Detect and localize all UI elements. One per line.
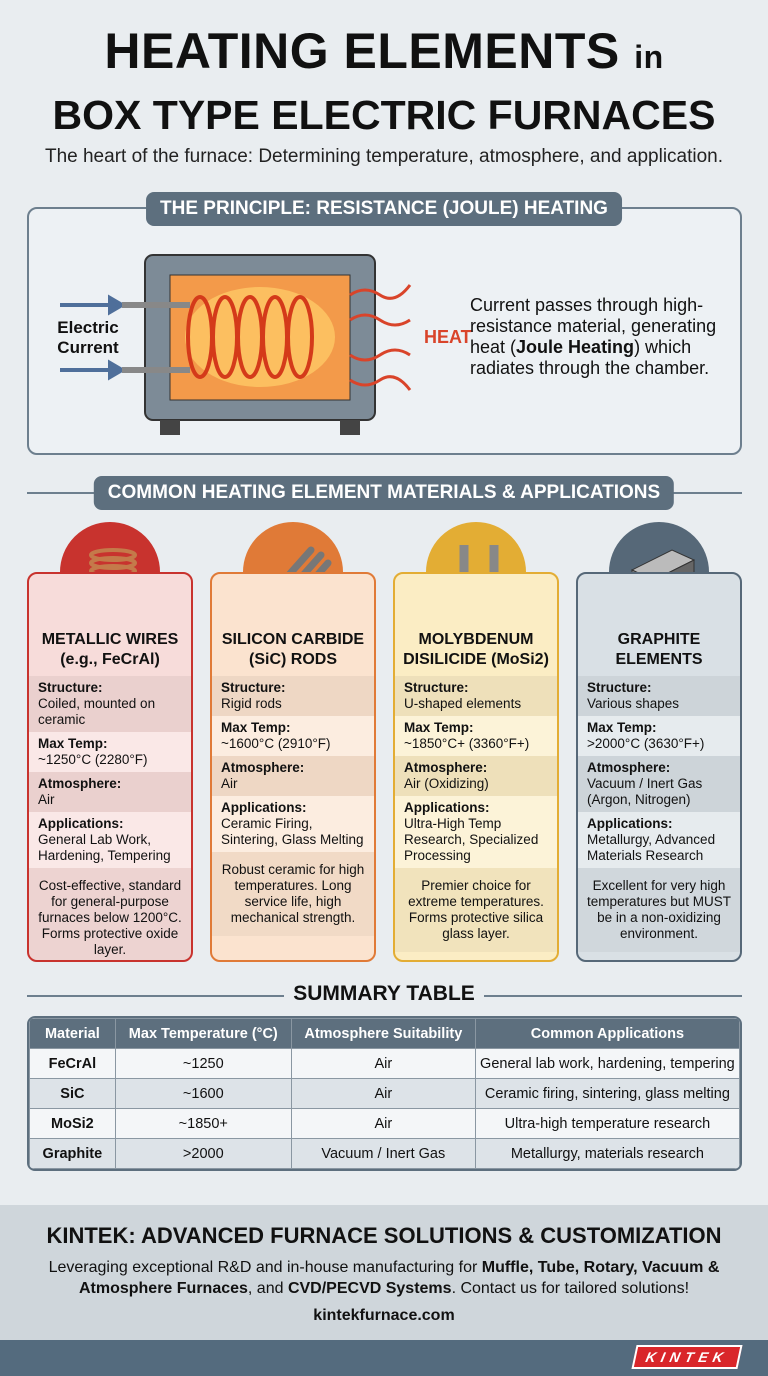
card-note: Cost-effective, standard for general-pur… [29, 868, 191, 960]
card-note: Robust ceramic for high temperatures. Lo… [212, 852, 374, 936]
card-max_temp: Max Temp:>2000°C (3630°F+) [578, 716, 740, 756]
column-header: Common Applications [474, 1018, 740, 1049]
table-cell: SiC [29, 1078, 116, 1109]
card-applications: Applications:Ceramic Firing, Sintering, … [212, 796, 374, 852]
table-cell: ~1850+ [114, 1108, 292, 1139]
card-note: Excellent for very high temperatures but… [578, 868, 740, 952]
card-structure: Structure:Rigid rods [212, 676, 374, 716]
card-max_temp: Max Temp:~1250°C (2280°F) [29, 732, 191, 772]
heat-waves-icon [349, 284, 412, 391]
principle-heading: THE PRINCIPLE: RESISTANCE (JOULE) HEATIN… [146, 192, 622, 226]
card-title: SILICON CARBIDE (SiC) RODS [221, 631, 365, 668]
card-structure: Structure:U-shaped elements [395, 676, 557, 716]
card-atmosphere: Atmosphere:Vacuum / Inert Gas (Argon, Ni… [578, 756, 740, 812]
table-cell: ~1250 [114, 1048, 292, 1079]
principle-description: Current passes through high-resistance m… [470, 295, 717, 378]
table-cell: General lab work, hardening, tempering [474, 1048, 740, 1079]
table-cell: Metallurgy, materials research [474, 1138, 740, 1169]
footer-heading: KINTEK: ADVANCED FURNACE SOLUTIONS & CUS… [46, 1223, 722, 1248]
card-atmosphere: Atmosphere:Air [29, 772, 191, 812]
column-header: Material [29, 1018, 116, 1049]
kintek-logo: KINTEK [631, 1345, 743, 1369]
arrow-icon [60, 294, 126, 381]
card-atmosphere: Atmosphere:Air (Oxidizing) [395, 756, 557, 796]
material-card: SILICON CARBIDE (SiC) RODS Structure:Rigi… [210, 572, 376, 962]
material-card: MOLYBDENUM DISILICIDE (MoSi2) Structure:U… [393, 572, 559, 962]
card-atmosphere: Atmosphere:Air [212, 756, 374, 796]
table-cell: Air [290, 1048, 476, 1079]
column-header: Max Temperature (°C) [114, 1018, 292, 1049]
card-structure: Structure:Various shapes [578, 676, 740, 716]
card-applications: Applications:Ultra-High Temp Research, S… [395, 796, 557, 868]
furnace-illustration [60, 254, 412, 435]
heat-label: HEAT [424, 327, 472, 347]
footer: KINTEK: ADVANCED FURNACE SOLUTIONS & CUS… [0, 1205, 768, 1340]
card-structure: Structure:Coiled, mounted on ceramic [29, 676, 191, 732]
material-card: GRAPHITE ELEMENTS Structure:Various shape… [576, 572, 742, 962]
title-line1: HEATING ELEMENTS in [104, 23, 664, 79]
card-note: Premier choice for extreme temperatures.… [395, 868, 557, 952]
summary-heading: SUMMARY TABLE [284, 982, 484, 1006]
table-cell: Ultra-high temperature research [474, 1108, 740, 1139]
card-max_temp: Max Temp:~1850°C+ (3360°F+) [395, 716, 557, 756]
materials-heading: COMMON HEATING ELEMENT MATERIALS & APPLI… [93, 476, 675, 510]
footer-text: Leveraging exceptional R&D and in-house … [48, 1259, 720, 1297]
card-title: GRAPHITE ELEMENTS [615, 631, 703, 668]
bottom-bar: KINTEK [0, 1340, 768, 1376]
card-applications: Applications:General Lab Work, Hardening… [29, 812, 191, 868]
table-cell: MoSi2 [29, 1108, 116, 1139]
table-cell: ~1600 [114, 1078, 292, 1109]
card-title: MOLYBDENUM DISILICIDE (MoSi2) [403, 631, 549, 668]
title-line2: BOX TYPE ELECTRIC FURNACES [52, 92, 716, 138]
column-header: Atmosphere Suitability [290, 1018, 476, 1049]
table-cell: Air [290, 1078, 476, 1109]
table-cell: FeCrAl [29, 1048, 116, 1079]
table-cell: Graphite [29, 1138, 116, 1169]
material-card: METALLIC WIRES (e.g., FeCrAl) Structure:C… [27, 572, 193, 962]
website-link[interactable]: kintekfurnace.com [313, 1307, 455, 1324]
subtitle: The heart of the furnace: Determining te… [44, 146, 724, 167]
card-title: METALLIC WIRES (e.g., FeCrAl) [41, 631, 179, 668]
table-cell: Air [290, 1108, 476, 1139]
table-cell: >2000 [114, 1138, 292, 1169]
card-max_temp: Max Temp:~1600°C (2910°F) [212, 716, 374, 756]
card-applications: Applications:Metallurgy, Advanced Materi… [578, 812, 740, 868]
table-cell: Ceramic firing, sintering, glass melting [474, 1078, 740, 1109]
table-cell: Vacuum / Inert Gas [290, 1138, 476, 1169]
electric-current-label: Electric Current [57, 318, 119, 357]
